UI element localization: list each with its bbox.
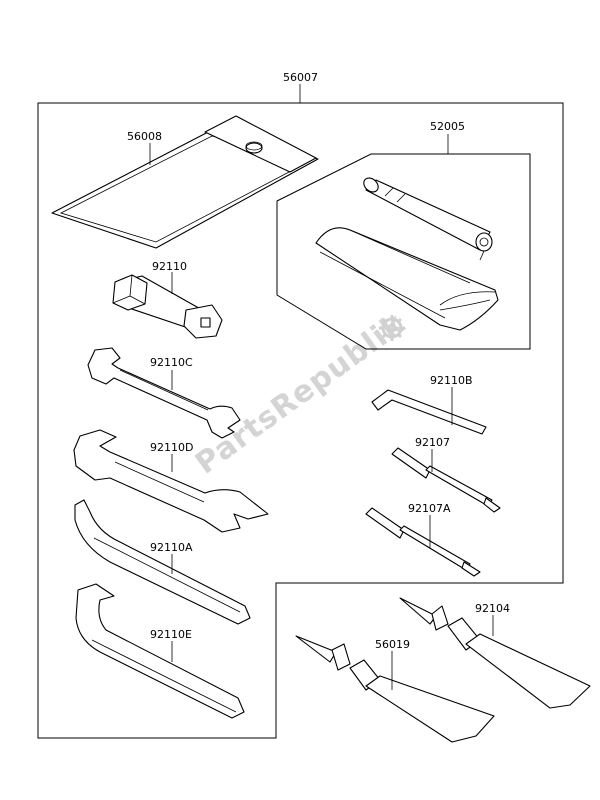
label-hex-key: 92110B (430, 374, 473, 387)
label-socket: 92110 (152, 260, 187, 273)
label-screwdriver-a: 92107A (408, 502, 451, 515)
wrench-c (87, 347, 241, 439)
label-pouch: 56008 (127, 130, 162, 143)
screwdriver-92107 (391, 447, 501, 513)
label-kit: 56007 (283, 71, 318, 84)
label-hook-e: 92110E (150, 628, 192, 641)
label-wrench-c: 92110C (150, 356, 193, 369)
label-screwdriver: 92107 (415, 436, 450, 449)
label-pump-set: 52005 (430, 120, 465, 133)
wrench-d (73, 429, 269, 533)
tool-pouch (51, 115, 319, 249)
label-hook-a: 92110A (150, 541, 193, 554)
pump-bag (315, 227, 499, 331)
hook-spanner-a (74, 499, 251, 625)
label-tube-large: 92104 (475, 602, 510, 615)
label-wrench-d: 92110D (150, 441, 193, 454)
hook-spanner-e (75, 583, 245, 719)
grease-tube-large (399, 597, 591, 709)
gear-logo-icon (379, 315, 405, 341)
kit-frame (37, 102, 564, 739)
screwdriver-92107a (365, 507, 481, 577)
watermark-text: PartsRepublik (189, 306, 412, 481)
hex-key (371, 389, 487, 435)
label-tube-small: 56019 (375, 638, 410, 651)
socket-tool (112, 274, 223, 339)
tire-pump (363, 177, 493, 261)
pump-set-frame (276, 153, 531, 350)
grease-tube-small (295, 635, 495, 743)
watermark: PartsRepublik (189, 306, 412, 481)
